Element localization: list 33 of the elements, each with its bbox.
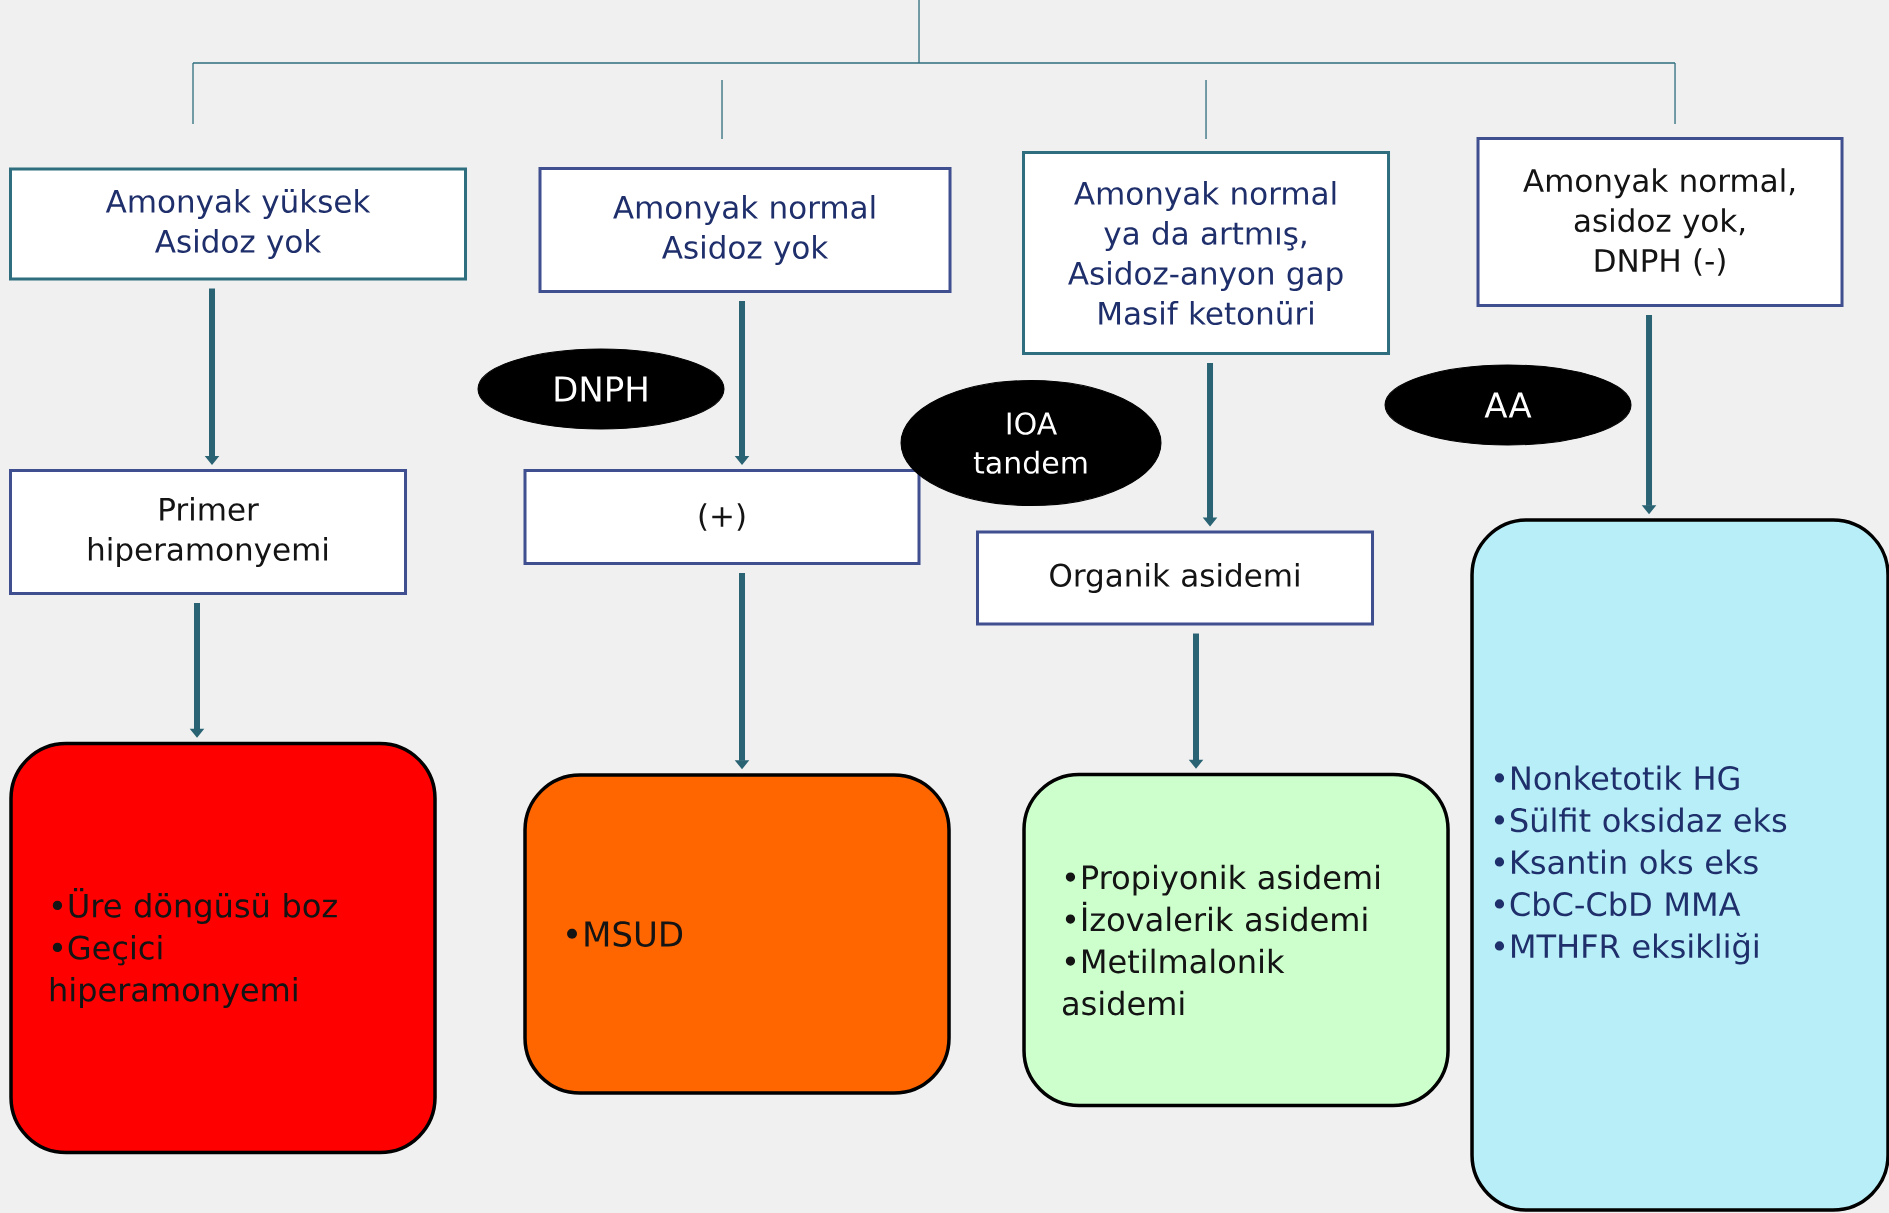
node-label: •CbC-CbD MMA bbox=[1494, 891, 1741, 917]
box-text: •Propiyonik asidemi •İzovalerik asidemi •Metilmalonik asidemi bbox=[1062, 864, 1379, 1016]
process-box bbox=[523, 469, 921, 565]
process-box bbox=[9, 167, 467, 281]
label-ellipse bbox=[900, 380, 1162, 506]
process-box bbox=[976, 530, 1374, 626]
box-text: •Nonketotik HG •Sülfit oksidaz eks •Ksantin oks eks •CbC-CbD MMA •MTHFR eksikliği bbox=[1494, 765, 1787, 965]
node-label: •MTHFR eksikliği bbox=[1494, 932, 1758, 965]
box-text: (+) bbox=[699, 503, 745, 531]
label-ellipse bbox=[1384, 364, 1632, 446]
box-text: •Üre döngüsü boz •Geçici hiperamonyemi bbox=[50, 888, 337, 1008]
box-text: Organik asidemi bbox=[1050, 563, 1299, 593]
box-text: Amonyak normal Asidoz yok bbox=[613, 195, 875, 265]
label-ellipse bbox=[477, 348, 725, 430]
box-text: Primer hiperamonyemi bbox=[88, 497, 327, 567]
node-label: •Nonketotik HG bbox=[1494, 765, 1739, 791]
result-box bbox=[1470, 518, 1889, 1212]
box-text: AA bbox=[1484, 392, 1532, 418]
box-text: IOA tandem bbox=[973, 412, 1087, 474]
process-box bbox=[538, 167, 952, 293]
process-box bbox=[9, 469, 407, 595]
box-text: Amonyak normal ya da artmış, Asidoz-anyon gap Masif ketonüri bbox=[1068, 181, 1343, 325]
box-text: Amonyak normal, asidoz yok, DNPH (-) bbox=[1523, 168, 1795, 276]
process-box bbox=[1022, 151, 1390, 355]
box-text: •MSUD bbox=[567, 921, 683, 947]
node-label: •Sülfit oksidaz eks bbox=[1494, 807, 1787, 833]
result-box bbox=[523, 773, 951, 1095]
process-box bbox=[1476, 137, 1844, 307]
result-box bbox=[9, 741, 437, 1155]
box-text: DNPH bbox=[555, 376, 647, 402]
result-box bbox=[1022, 772, 1450, 1108]
box-text: Amonyak yüksek Asidoz yok bbox=[105, 189, 371, 259]
node-label: •Ksantin oks eks bbox=[1494, 849, 1758, 875]
